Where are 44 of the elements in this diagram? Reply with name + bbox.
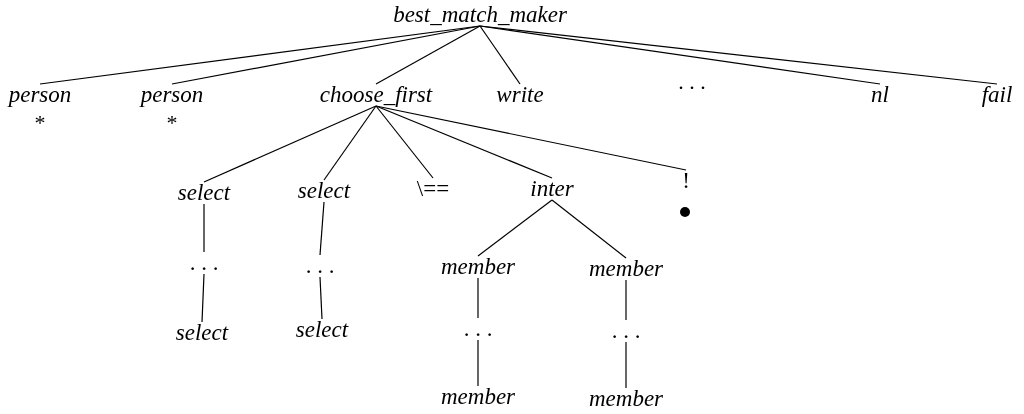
tree-edge bbox=[479, 25, 998, 85]
tree-node-label: inter bbox=[529, 176, 575, 202]
tree-edge bbox=[625, 341, 627, 389]
tree-edge bbox=[201, 273, 205, 323]
tree-edge bbox=[319, 201, 325, 256]
tree-node-label: member bbox=[587, 386, 665, 412]
tree-node-label: member bbox=[439, 254, 517, 280]
tree-edge bbox=[551, 199, 627, 259]
tree-node-label: best_match_maker bbox=[392, 2, 568, 28]
tree-edge bbox=[203, 105, 377, 183]
ellipsis-label: . . . bbox=[678, 70, 706, 94]
tree-node-label: \== bbox=[415, 176, 451, 202]
tree-node-label: person bbox=[139, 82, 205, 108]
tree-node-label: . . . bbox=[610, 318, 642, 344]
tree-edge bbox=[375, 105, 687, 171]
tree-node-label: select bbox=[294, 317, 350, 343]
tree-node-label: select bbox=[176, 180, 232, 206]
tree-edge bbox=[375, 25, 481, 85]
tree-node-label: select bbox=[296, 178, 352, 204]
tree-edge bbox=[319, 276, 323, 320]
tree-node-label: member bbox=[587, 256, 665, 282]
tree-node-label: member bbox=[439, 384, 517, 410]
tree-node-label: . . . bbox=[462, 316, 494, 342]
tree-node-label: fail bbox=[980, 82, 1014, 108]
tree-node-label: nl bbox=[870, 82, 890, 108]
tree-edge bbox=[625, 279, 627, 321]
tree-edge bbox=[203, 203, 205, 253]
tree-edge bbox=[171, 25, 481, 85]
tree-edge bbox=[477, 199, 553, 257]
node-note: * bbox=[34, 112, 46, 134]
tree-node-label: ! bbox=[681, 168, 691, 194]
tree-node-label: person bbox=[7, 82, 73, 108]
tree-edge bbox=[477, 339, 479, 387]
tree-edge bbox=[479, 25, 521, 85]
tree-edge bbox=[375, 105, 434, 179]
tree-node-label: write bbox=[495, 82, 545, 108]
tree-node-label: . . . bbox=[188, 250, 220, 276]
tree-edge bbox=[323, 105, 377, 181]
tree-node-label: choose_first bbox=[318, 82, 434, 108]
tree-edge bbox=[477, 277, 479, 319]
tree-node-label: . . . bbox=[304, 253, 336, 279]
tree-node-label: select bbox=[174, 320, 230, 346]
node-note: * bbox=[166, 112, 178, 134]
tree-edge bbox=[375, 105, 553, 179]
